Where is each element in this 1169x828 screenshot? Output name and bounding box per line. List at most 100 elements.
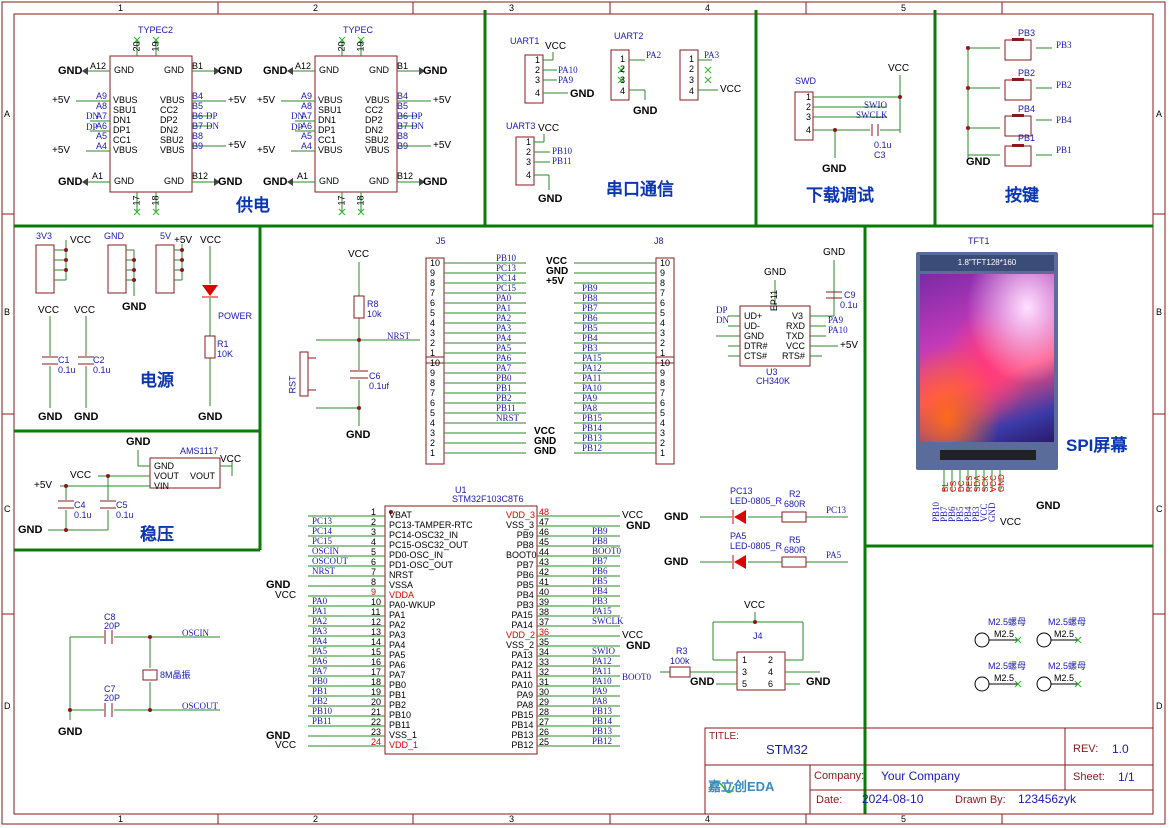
company-label: Company: (814, 770, 865, 782)
drawn-label: Drawn By: (955, 794, 1006, 806)
pin-num: 20 (336, 41, 347, 52)
u1-pin-left-num: 13 (371, 627, 382, 637)
gnd-label: GND (633, 105, 658, 117)
pin-num: 18 (150, 195, 161, 206)
typec-pin-name: VBUS (160, 95, 185, 105)
net-vcc: VCC (38, 305, 60, 316)
u1-pin-right-name: PA9 (516, 690, 534, 700)
u1-pin-right-name: PA15 (511, 610, 533, 620)
j5-net: PB10 (496, 253, 517, 263)
net-dn: DN (411, 121, 424, 131)
gnd-label: GND (1036, 500, 1061, 512)
section-title-uart: 串口通信 (606, 180, 674, 199)
u1-pin-left-num: 1 (371, 507, 377, 517)
u1-pin-right-name: PB3 (516, 600, 534, 610)
col-label: 2 (313, 3, 319, 13)
u1-pin-right-num: 44 (539, 547, 550, 557)
u1-pin-left-name: PC15-OSC32_OUT (389, 540, 469, 550)
j8-pin-num: 9 (660, 268, 666, 278)
pin-num: 4 (620, 86, 626, 96)
u1-pin-left-num: 2 (371, 517, 377, 527)
r3-ref: R3 (676, 646, 688, 656)
u1-pin-right-name: PA12 (511, 660, 533, 670)
net-dp: DP (206, 111, 218, 121)
u1-net-left: PB10 (312, 706, 333, 716)
u1-pin-left-name: VBAT (389, 510, 412, 520)
u1-pin-right-num: 43 (539, 557, 550, 567)
r5-value: 680R (784, 545, 806, 555)
u1-pin-right-num: 34 (539, 647, 550, 657)
pin-num: A12 (295, 61, 312, 71)
c9-ref: C9 (844, 290, 856, 300)
pin-num: A1 (297, 171, 309, 181)
net-vcc: VCC (622, 510, 644, 521)
net-vcc: VCC (545, 41, 567, 52)
u1-pin-left-name: VSS_1 (389, 730, 418, 740)
gnd-label: GND (58, 65, 83, 77)
j5-ref: J5 (436, 236, 446, 246)
key-pb1-ref: PB1 (1018, 133, 1036, 143)
u1-pin-left-name: NRST (389, 570, 414, 580)
header-3v3-ref: 3V3 (36, 231, 53, 241)
net-vcc: VCC (220, 454, 242, 465)
u1-net-left: PA3 (312, 626, 328, 636)
net-pa10: PA10 (558, 65, 578, 75)
net-vcc: VCC (70, 470, 92, 481)
u1-pin-left-name: PB2 (389, 700, 407, 710)
c8-value: 20P (104, 621, 121, 631)
pin-name: GND (319, 176, 339, 186)
u1-pin-right-name: PB15 (511, 710, 534, 720)
u1-net-left: PA4 (312, 636, 328, 646)
j5-net: PA2 (496, 313, 512, 323)
j8-pin-num: 4 (660, 418, 666, 428)
r3-value: 100k (670, 656, 690, 666)
pin-num: 19 (355, 41, 366, 52)
u1-pin-left-name: PB0 (389, 680, 407, 690)
j8-pin-num: 6 (660, 398, 666, 408)
typec-pin-num: B8 (397, 131, 409, 141)
pin-name: VOUT (190, 471, 216, 481)
c2-ref: C2 (93, 355, 105, 365)
net-5v: +5V (257, 95, 276, 106)
u1-pin-left-name: PD0-OSC_IN (389, 550, 444, 560)
j5-net: PC15 (496, 283, 517, 293)
nut-label: M2.5 (1054, 673, 1075, 683)
typec-pin-name: DP2 (160, 115, 178, 125)
gnd-label: GND (198, 411, 223, 423)
net-pb2: PB2 (1056, 80, 1072, 90)
net-vcc: VCC (538, 123, 560, 134)
r8-value: 10k (367, 309, 382, 319)
typec2-ref: TYPEC (343, 25, 374, 35)
u1-net-right: PA12 (592, 656, 612, 666)
j5-pin-num: 9 (430, 368, 436, 378)
typec-pin-num: A8 (301, 101, 313, 111)
u1-pin-left-name: PB11 (389, 720, 411, 730)
net-oscout: OSCOUT (182, 701, 219, 711)
uart1-ref: UART1 (510, 36, 540, 46)
u1-pin-left-name: PA1 (389, 610, 406, 620)
net-dn: DN (291, 111, 304, 121)
u1-net-left: PC14 (312, 526, 333, 536)
tft-pin-label: GND (997, 474, 1006, 492)
j8-pin-num: 5 (660, 408, 666, 418)
net-dp: DP (291, 122, 303, 132)
gnd-label: GND (126, 436, 151, 448)
typec-pin-num: A7 (301, 111, 313, 121)
gnd-label: GND (822, 163, 847, 175)
net-pb1: PB1 (1056, 145, 1072, 155)
pin-name: GND (154, 461, 174, 471)
c7-value: 20P (104, 693, 121, 703)
uart2-ref: UART2 (614, 31, 644, 41)
j5-pin-num: 6 (430, 398, 436, 408)
j8-pin-num: 2 (660, 338, 666, 348)
u1-net-left: PA5 (312, 646, 328, 656)
u1-net-left: PC15 (312, 536, 333, 546)
u1-pin-right-name: PB6 (516, 570, 534, 580)
j5-net: PB2 (496, 393, 512, 403)
j5-pin-num: 8 (430, 378, 436, 388)
u1-pin-right-name: VSS_2 (506, 640, 535, 650)
j8-net: PB9 (582, 283, 598, 293)
gnd-label: GND (263, 176, 288, 188)
u1-pin-left-num: 21 (371, 707, 382, 717)
